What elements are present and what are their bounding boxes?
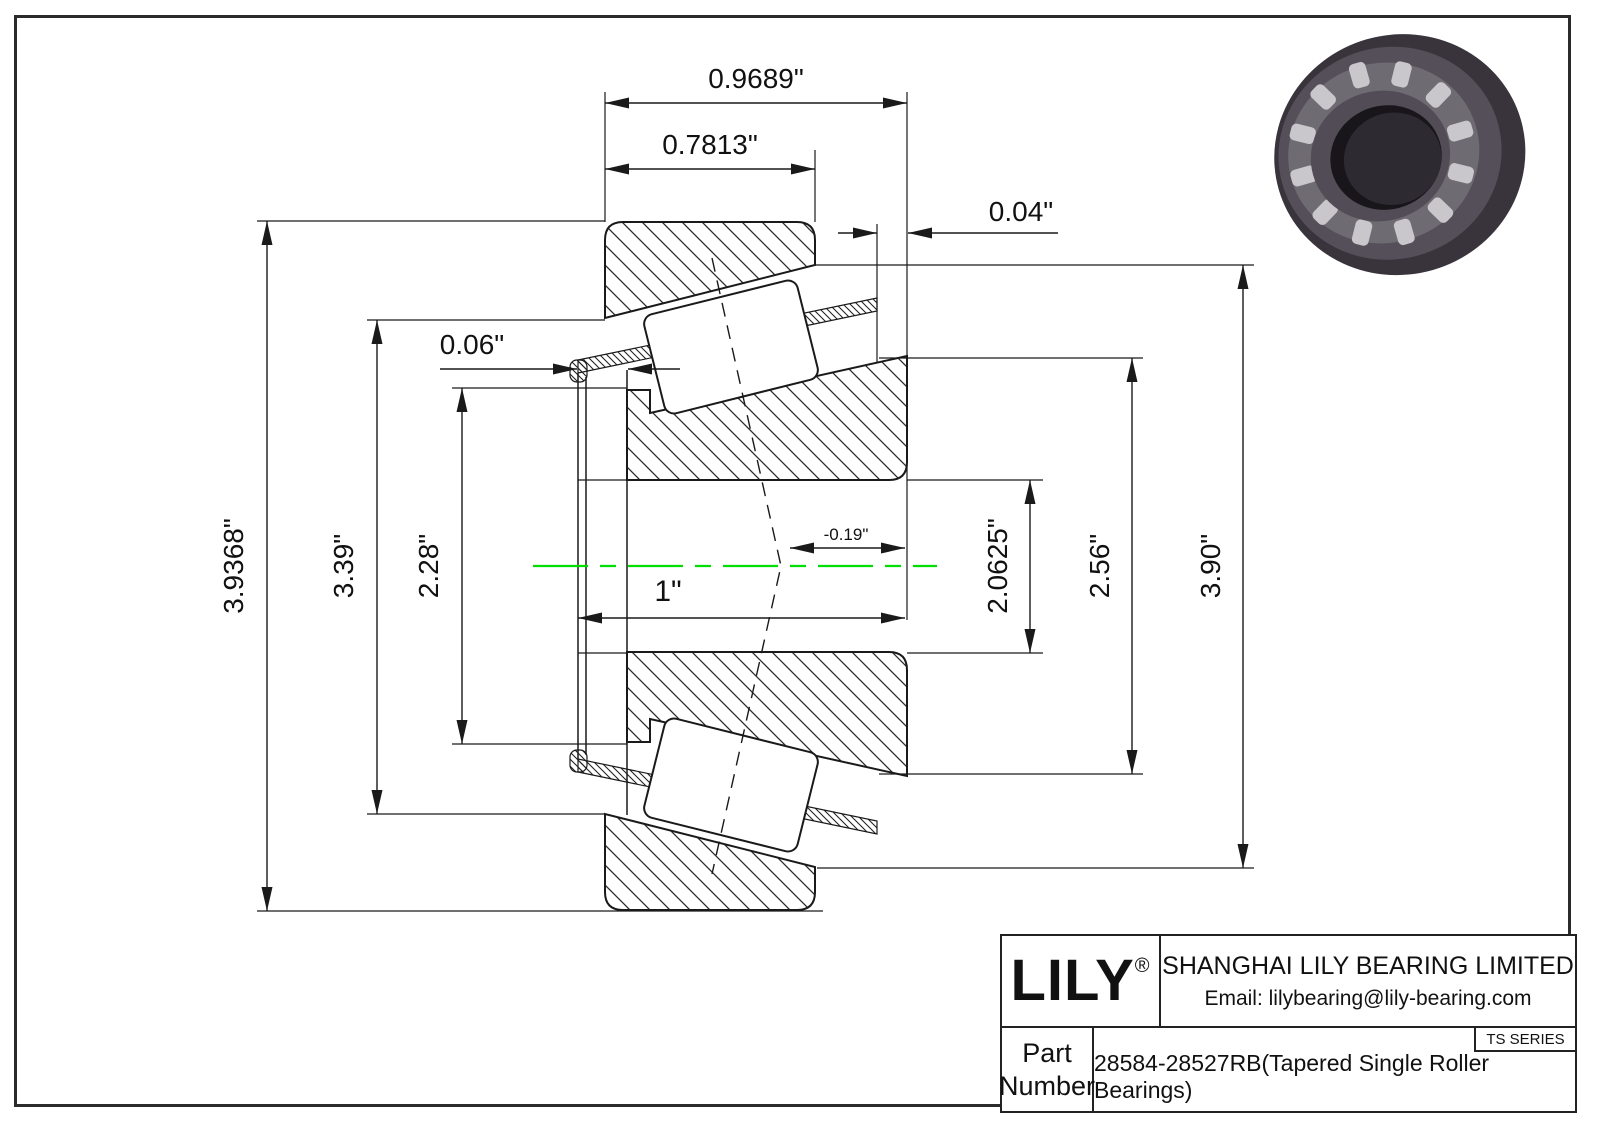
dim-inner-race-diameter: 2.56" [1084,358,1138,774]
part-number-label: Part Number [999,1028,1095,1111]
svg-text:2.0625": 2.0625" [982,518,1013,614]
brand-name: LILY [1010,948,1135,1013]
company-email: Email: lilybearing@lily-bearing.com [1204,986,1532,1010]
series-badge: TS SERIES [1474,1028,1575,1052]
svg-text:-0.19": -0.19" [824,525,869,544]
roller-axis-line [711,257,782,875]
title-block: LILY® SHANGHAI LILY BEARING LIMITED Emai… [999,934,1577,1113]
svg-text:2.56": 2.56" [1084,534,1115,598]
dim-overall-width: 0.9689" [605,63,907,109]
part-number-value: 28584-28527RB(Tapered Single Roller Bear… [1094,1049,1490,1103]
svg-text:0.9689": 0.9689" [708,63,804,94]
cone-front-face-lines [577,370,628,815]
dim-flange-diameter: 3.9368" [218,221,273,911]
svg-text:1": 1" [654,575,681,608]
dim-bore-diameter: 2.0625" [982,480,1036,653]
svg-text:0.04": 0.04" [989,196,1053,227]
dim-cage-standout-front: 0.06" [440,329,680,375]
roller-section [643,279,819,853]
svg-text:0.06": 0.06" [440,329,504,360]
dim-effective-center: -0.19" [790,525,905,554]
svg-text:3.9368": 3.9368" [218,518,249,614]
company-name: SHANGHAI LILY BEARING LIMITED [1162,951,1574,980]
registered-trademark-icon: ® [1134,955,1151,977]
cone-inner-ring-section [626,354,908,778]
dim-cup-outer-diameter: 3.90" [1195,265,1249,868]
dim-rib-diameter: 2.28" [413,388,468,744]
bearing-cross-section [533,221,937,911]
svg-text:2.28": 2.28" [413,534,444,598]
bearing-photo-rollers [1289,61,1475,246]
dimension-annotations: 0.9689" 0.7813" 0.04" 0.06" [218,63,1249,911]
dim-cage-standout-back: 0.04" [838,196,1058,239]
sheet-border [14,15,1571,1107]
dim-cone-width: 1" [578,575,905,624]
cup-outer-ring-section [604,221,816,911]
svg-text:3.90": 3.90" [1195,534,1226,598]
company-logo: LILY® [1002,936,1161,1026]
extension-lines [257,92,1254,912]
bearing-photo [1274,34,1526,276]
dim-outer-ring-face-diameter: 3.39" [328,320,383,814]
dim-cup-width: 0.7813" [605,129,815,175]
svg-text:3.39": 3.39" [328,534,359,598]
svg-text:0.7813": 0.7813" [662,129,758,160]
